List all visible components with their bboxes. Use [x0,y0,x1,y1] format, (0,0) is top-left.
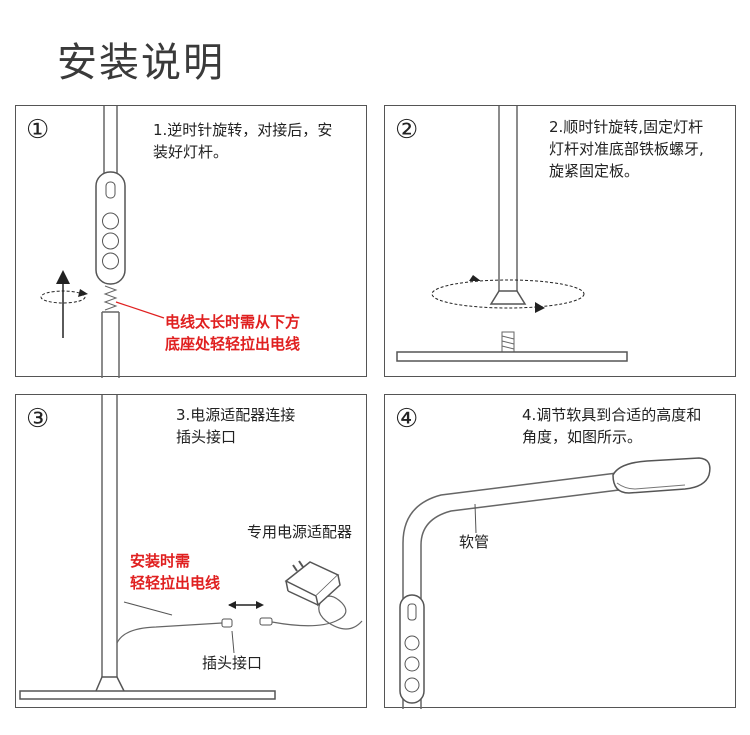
step-4-number: ④ [395,404,418,434]
step-2-illustration: ② [395,106,628,362]
step-3-panel: ③ 3.电源适配器连接 插头接口 安装时需 轻轻拉出电线 专用电源适配器 插头接… [15,394,367,708]
step-4-text: 4.调节软具到合适的高度和 角度，如图所示。 [522,406,702,446]
step-1-panel: ① 1.逆时针旋转，对接后，安 装好灯杆。 电线太长时需从下方 底座处轻轻拉出电… [15,105,367,378]
step-4-panel: ④ 4.调节软具到合适的高度和 角度，如图所示。 软管 [384,394,736,709]
step-2-number: ② [395,115,418,145]
step-1-illustration: ① [26,106,165,378]
page-title: 安装说明 [57,40,225,86]
step-3-illustration: ③ [19,395,363,700]
plug-label: 插头接口 [202,654,263,672]
step-3-number: ③ [26,404,49,434]
step-1-text: 1.逆时针旋转，对接后，安 装好灯杆。 [153,121,333,161]
step-2-text: 2.顺时针旋转,固定灯杆 灯杆对准底部铁板螺牙, 旋紧固定板。 [549,118,704,180]
step-3-note: 安装时需 轻轻拉出电线 [130,552,221,592]
adapter-label: 专用电源适配器 [247,523,353,541]
step-3-text: 3.电源适配器连接 插头接口 [176,406,296,446]
step-4-illustration: ④ [395,404,711,709]
step-2-panel: ② 2.顺时针旋转,固定灯杆 灯杆对准底部铁板螺牙, 旋紧固定板。 [384,105,736,377]
step-1-number: ① [26,115,49,145]
step-1-note: 电线太长时需从下方 底座处轻轻拉出电线 [165,313,301,353]
hose-label: 软管 [459,533,490,551]
